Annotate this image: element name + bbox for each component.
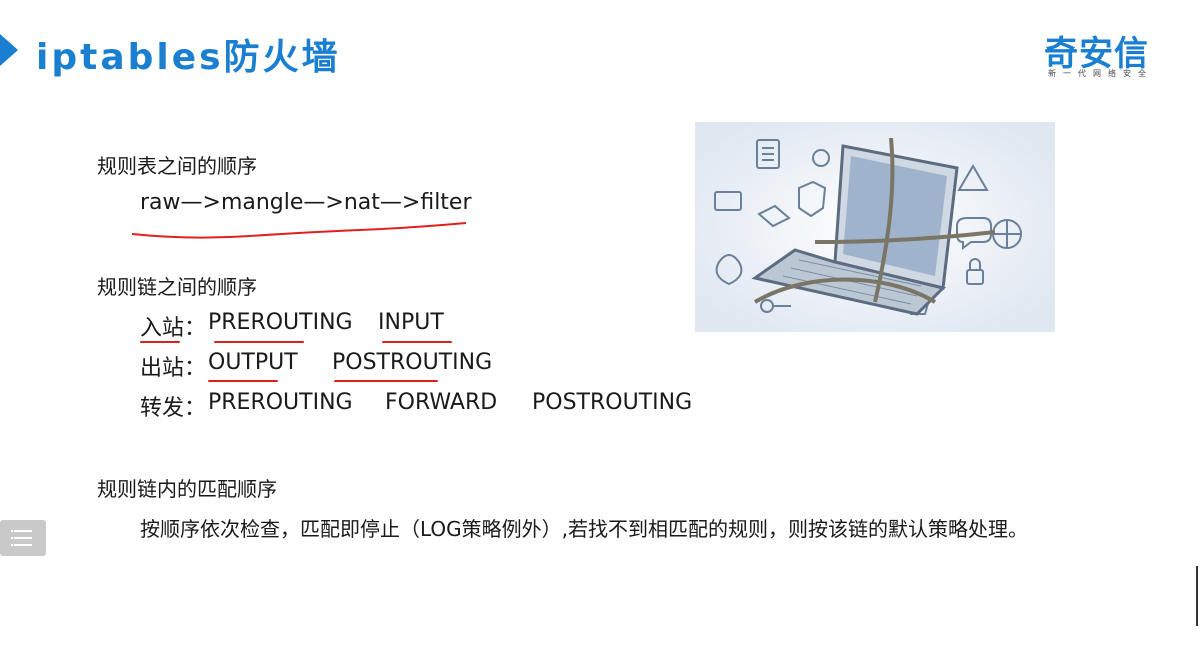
page-title: iptables防火墙 xyxy=(36,37,341,78)
outbound-chain-2-underline xyxy=(334,380,438,382)
logo-main-text: 奇安信 xyxy=(1044,34,1149,74)
slide-menu-button[interactable] xyxy=(0,520,46,556)
table-order-text: raw—>mangle—>nat—>filter xyxy=(140,190,472,215)
chain-order-heading: 规则链之间的顺序 xyxy=(97,275,257,299)
outbound-chain-1: OUTPUT xyxy=(208,350,298,375)
forward-label: 转发： xyxy=(140,396,207,421)
match-order-text: 按顺序依次检查，匹配即停止（LOG策略例外）,若找不到相匹配的规则，则按该链的默… xyxy=(140,517,1029,541)
outbound-chain-1-underline xyxy=(208,380,278,382)
inbound-chain-2: INPUT xyxy=(378,310,444,335)
forward-chain-3: POSTROUTING xyxy=(532,390,693,415)
inbound-chain-2-underline xyxy=(382,341,452,343)
outbound-label: 出站： xyxy=(140,356,207,381)
match-order-heading: 规则链内的匹配顺序 xyxy=(97,477,277,501)
forward-chain-2: FORWARD xyxy=(385,390,498,415)
outbound-chain-2: POSTROUTING xyxy=(332,350,493,375)
forward-chain-1: PREROUTING xyxy=(208,390,353,415)
inbound-chain-1: PREROUTING xyxy=(208,310,353,335)
table-order-underline xyxy=(131,222,467,239)
inbound-chain-1-underline xyxy=(214,341,304,343)
logo-sub-text: 新一代网络安全 xyxy=(1048,69,1153,78)
laptop-chain-illustration xyxy=(695,122,1055,332)
company-logo: 奇安信 新一代网络安全 xyxy=(1044,26,1160,82)
inbound-label-underline xyxy=(140,341,180,343)
title-arrow-icon xyxy=(0,34,18,66)
table-order-heading: 规则表之间的顺序 xyxy=(97,154,257,178)
inbound-label: 入站： xyxy=(140,316,207,341)
scrollbar[interactable] xyxy=(1196,566,1198,626)
